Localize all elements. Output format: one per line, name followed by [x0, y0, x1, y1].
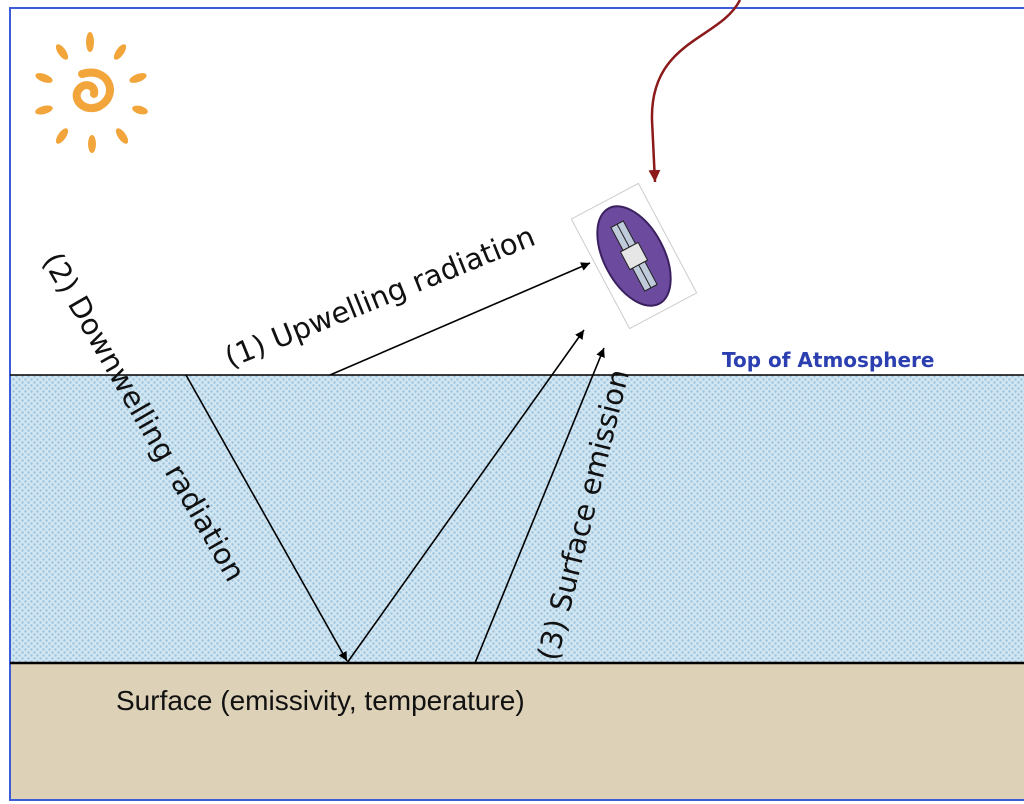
curved-arrow — [648, 0, 742, 183]
surface-emission-arrow — [474, 347, 605, 664]
surface-label: Surface (emissivity, temperature) — [116, 685, 525, 716]
energy-source-label: Energy source — [158, 119, 335, 144]
sun-icon — [35, 32, 148, 153]
reflected-arrow — [346, 329, 585, 664]
sky-layer — [11, 8, 1024, 375]
upwelling-arrow — [329, 262, 591, 376]
diagram-frame — [9, 7, 1024, 801]
surface-layer — [11, 663, 1024, 800]
downwelling-arrow — [185, 374, 348, 662]
top-of-atmosphere-label: Top of Atmosphere — [722, 348, 934, 372]
satellite-icon — [570, 182, 698, 330]
